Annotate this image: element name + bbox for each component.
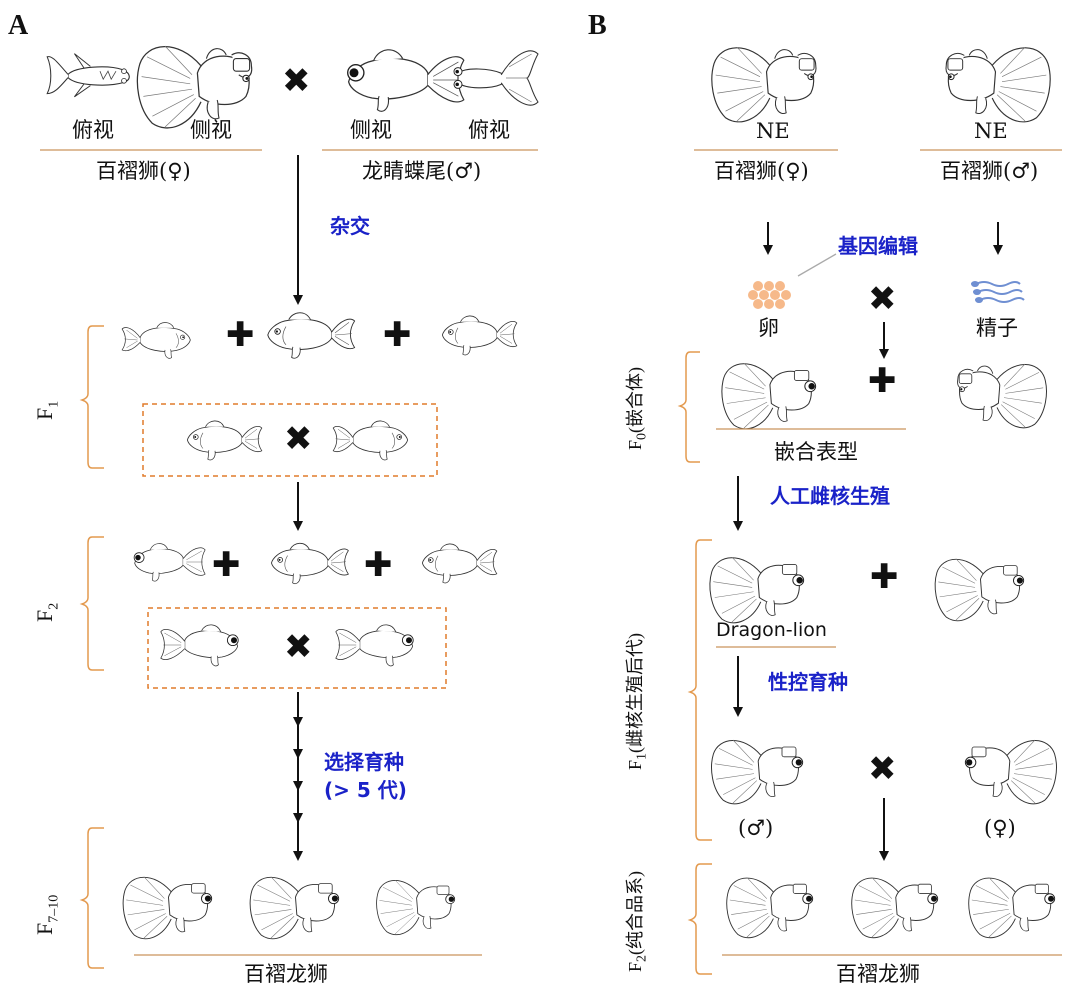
label-result-a: 百褶龙狮 (244, 962, 328, 986)
brace-f2 (79, 536, 104, 671)
label-male-mark: (♂) (738, 816, 774, 840)
generation-f1-b: F1(雌核生殖后代) (625, 632, 650, 770)
fish-f2-b (271, 542, 349, 585)
f1-cross-box (142, 403, 438, 477)
fish-top-view-lion (46, 53, 130, 98)
fish-top-view-butterfly (453, 50, 539, 106)
fish-f1-c (441, 315, 518, 356)
brace-f1 (79, 325, 104, 469)
fish-f1-cross-right (332, 420, 409, 461)
generation-f2-a: F2 (32, 602, 62, 622)
label-generations: (> 5 代) (324, 778, 407, 802)
generation-f2-b: F2(纯合品系) (625, 870, 650, 972)
label-result-b: 百褶龙狮 (836, 962, 920, 986)
fish-male-selected (711, 739, 804, 805)
fish-f1-b (267, 312, 356, 359)
brace-f0 (677, 351, 700, 463)
label-ne-left: NE (756, 119, 790, 143)
cross-icon-parents-a: ✖ (282, 61, 311, 101)
brace-f1-b (687, 539, 712, 841)
label-sex-control-breeding: 性控育种 (768, 670, 848, 694)
f2-cross-box (147, 607, 447, 689)
fish-result-a-2 (249, 876, 340, 940)
fish-parent-female-b (711, 46, 817, 123)
label-ne-right: NE (974, 119, 1008, 143)
sperm-icon (971, 281, 1025, 303)
fish-dragon-lion-a (709, 556, 805, 624)
label-gene-editing: 基因编辑 (838, 234, 918, 258)
label-hybridize: 杂交 (330, 214, 370, 238)
generation-f1-a: F1 (32, 400, 62, 420)
cross-icon-f1-b: ✖ (868, 749, 897, 789)
fish-f0-chimera-b (957, 363, 1047, 429)
label-female-mark: (♀) (984, 816, 1016, 840)
label-egg: 卵 (758, 316, 779, 340)
label-parent-female-a: 百褶狮(♀) (96, 159, 191, 183)
label-sperm: 精子 (976, 316, 1018, 340)
fish-side-view-lion (136, 45, 253, 129)
fish-f1-a (121, 322, 191, 359)
plus-icon-f1-2: ✚ (383, 315, 412, 355)
fish-parent-male-b (945, 46, 1051, 123)
fish-result-a-3 (376, 879, 456, 936)
plus-icon-f2-1: ✚ (212, 545, 241, 585)
label-parent-female-b: 百褶狮(♀) (714, 159, 809, 183)
plus-icon-f1-1: ✚ (226, 315, 255, 355)
fish-result-b-2 (851, 877, 939, 939)
fish-female-selected (964, 739, 1057, 805)
label-parent-male-a: 龙睛蝶尾(♂) (362, 159, 482, 183)
fish-result-b-1 (726, 877, 814, 939)
fish-f1b-b (934, 558, 1025, 622)
egg-cluster-icon (748, 281, 791, 309)
label-parent-male-b: 百褶狮(♂) (940, 159, 1039, 183)
cross-icon-f2: ✖ (284, 627, 313, 667)
fish-f2-cross-left (160, 624, 239, 667)
brace-f2-b (687, 863, 712, 975)
label-side-view-2: 侧视 (350, 118, 392, 142)
plus-icon-f0: ✚ (868, 361, 897, 401)
fish-f2-c (421, 543, 498, 584)
fish-f2-a (133, 543, 206, 582)
label-side-view-1: 侧视 (190, 118, 232, 142)
fish-f1-cross-left (186, 420, 263, 461)
fish-result-b-3 (968, 877, 1056, 939)
brace-f7-10 (79, 827, 104, 969)
label-dragon-lion: Dragon-lion (716, 619, 827, 641)
panel-b-label: B (588, 10, 607, 41)
cross-icon-f1: ✖ (284, 419, 313, 459)
injection-needle (797, 253, 837, 277)
cross-icon-gametes: ✖ (868, 279, 897, 319)
label-gynogenesis: 人工雌核生殖 (770, 484, 890, 508)
fish-f0-chimera-a (721, 362, 817, 430)
label-selective-breeding: 选择育种 (324, 750, 404, 774)
fish-f2-cross-right (335, 624, 414, 667)
generation-f7-10: F7–10 (32, 894, 62, 935)
label-top-view-2: 俯视 (468, 118, 510, 142)
label-top-view-1: 俯视 (72, 118, 114, 142)
plus-icon-f2-2: ✚ (364, 545, 393, 585)
panel-a-label: A (8, 10, 29, 41)
fish-side-view-butterfly (347, 49, 465, 112)
plus-icon-f1-b: ✚ (870, 557, 899, 597)
generation-f0: F0(嵌合体) (625, 366, 650, 450)
label-chimera-phenotype: 嵌合表型 (774, 440, 858, 464)
fish-result-a-1 (122, 876, 213, 940)
